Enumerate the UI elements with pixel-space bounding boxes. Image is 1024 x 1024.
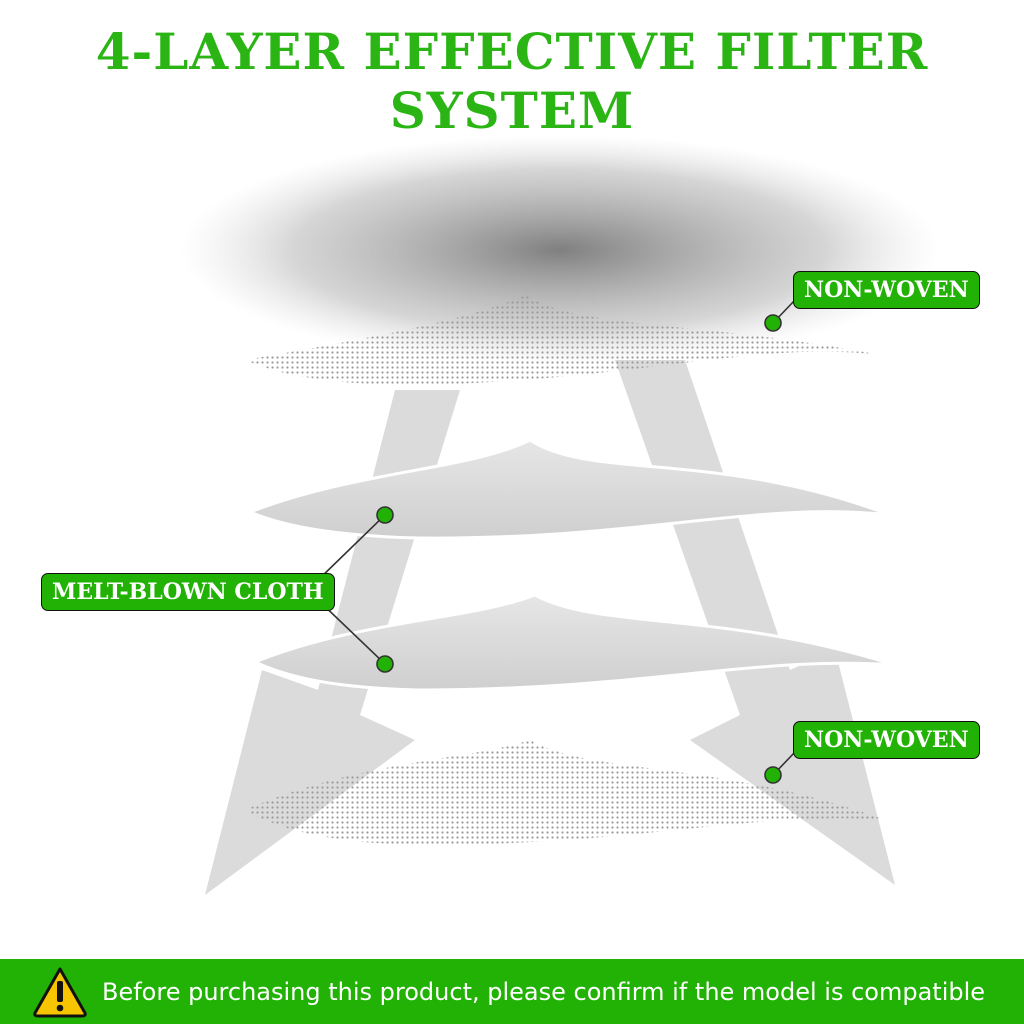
layer-non-woven-top: [180, 135, 940, 385]
label-melt-blown-cloth: MELT-BLOWN CLOTH: [41, 573, 335, 611]
compatibility-notice-bar: Before purchasing this product, please c…: [0, 959, 1024, 1024]
label-non-woven-bottom: NON-WOVEN: [793, 721, 980, 759]
layer-non-woven-bottom: [245, 740, 885, 845]
callout-dot: [376, 655, 394, 673]
callout-dot: [764, 766, 782, 784]
filter-layers-illustration: [180, 135, 940, 895]
callout-dot: [376, 506, 394, 524]
layer-melt-blown-1: [246, 438, 891, 540]
callout-dot: [764, 314, 782, 332]
warning-icon: [33, 967, 87, 1017]
callout-lines: [315, 299, 796, 784]
label-non-woven-top: NON-WOVEN: [793, 271, 980, 309]
compatibility-notice-text: Before purchasing this product, please c…: [102, 977, 986, 1006]
layer-melt-blown-2: [251, 593, 896, 692]
page-title: 4-LAYER EFFECTIVE FILTER SYSTEM: [95, 22, 929, 140]
